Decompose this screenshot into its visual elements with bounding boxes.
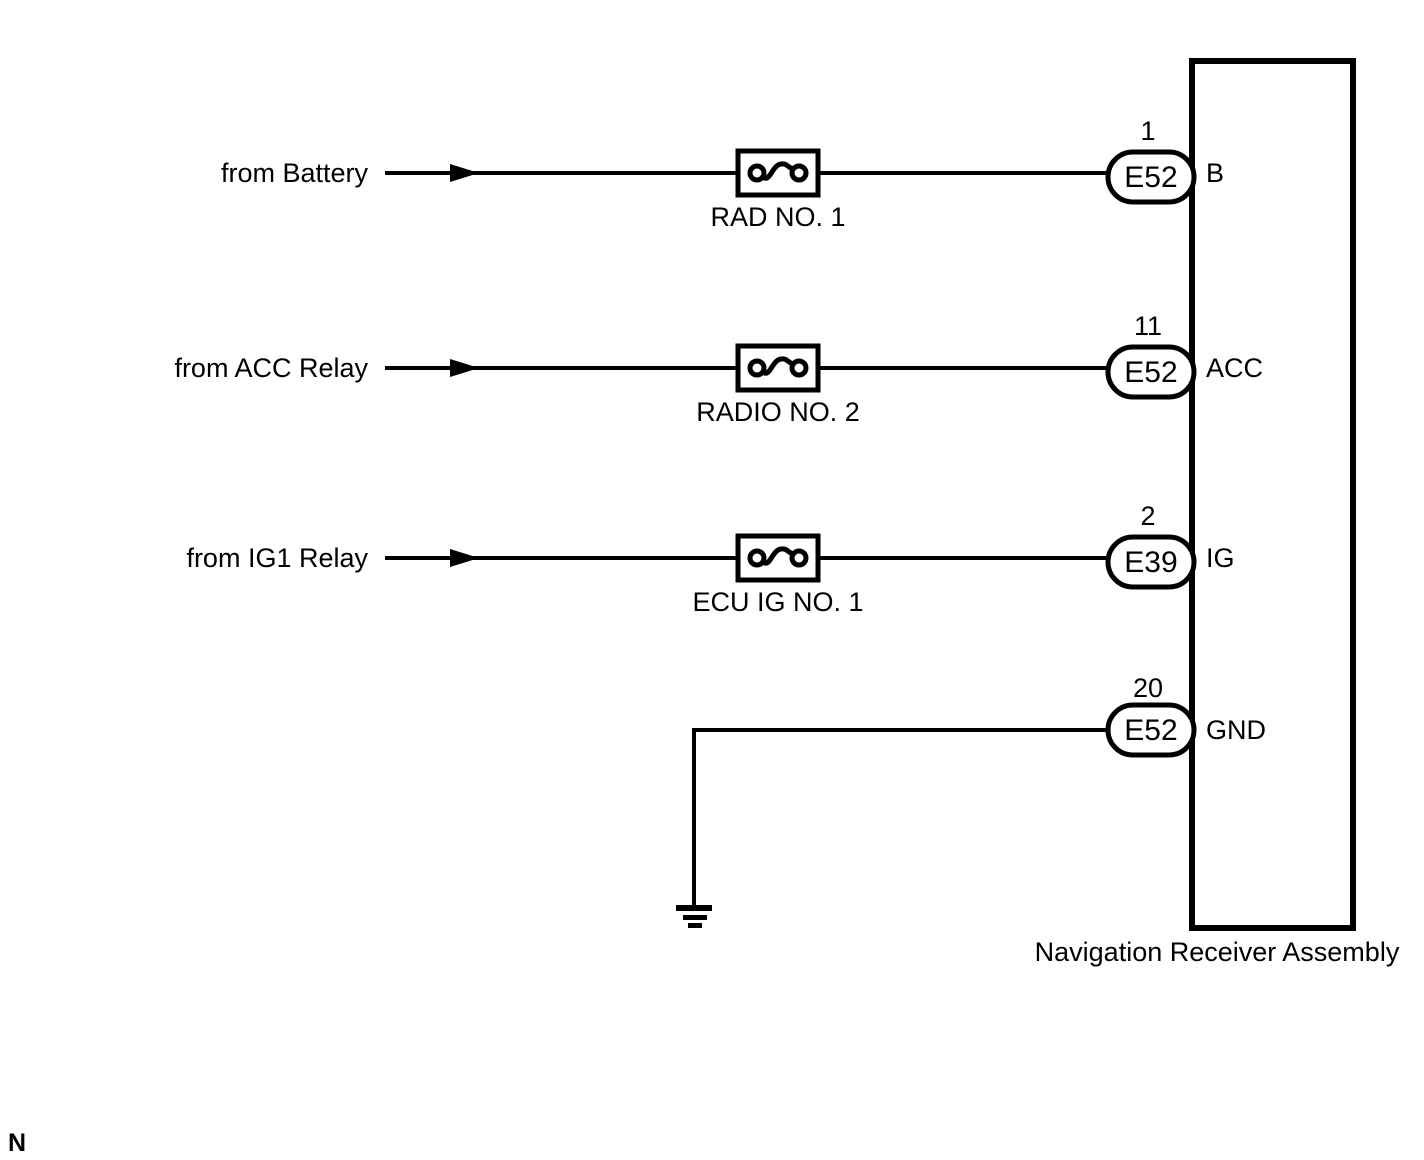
component-title: Navigation Receiver Assembly xyxy=(1035,937,1400,967)
circuit-row-acc: from ACC Relay RADIO NO. 2 11 E52 ACC xyxy=(174,311,1263,427)
fuse-label: RADIO NO. 2 xyxy=(696,397,860,427)
connector-pill xyxy=(1105,702,1197,758)
fuse-terminal-icon xyxy=(747,358,767,378)
arrowhead-icon xyxy=(450,164,479,182)
source-label: from Battery xyxy=(221,158,369,188)
page-marker: N xyxy=(8,1129,26,1157)
fuse-terminal-icon xyxy=(747,163,767,183)
connector-pill xyxy=(1105,344,1197,400)
fuse-wave-icon xyxy=(760,161,796,181)
source-label: from IG1 Relay xyxy=(186,543,368,573)
pin-number: 1 xyxy=(1140,116,1155,146)
fuse-terminal-icon xyxy=(789,548,809,568)
connector-code: E52 xyxy=(1124,161,1177,194)
pin-number: 11 xyxy=(1134,311,1162,341)
connector-pill xyxy=(1105,534,1197,590)
terminal-label: ACC xyxy=(1206,353,1263,383)
component-box xyxy=(1189,58,1356,931)
fuse-wave-icon xyxy=(760,356,796,376)
arrowhead-icon xyxy=(450,359,479,377)
fuse-label: RAD NO. 1 xyxy=(710,202,845,232)
terminal-label: IG xyxy=(1206,543,1235,573)
fuse-terminal-icon xyxy=(789,358,809,378)
circuit-row-gnd: 20 E52 GND xyxy=(676,673,1266,928)
connector-code: E52 xyxy=(1124,356,1177,389)
circuit-row-ig: from IG1 Relay ECU IG NO. 1 2 E39 IG xyxy=(186,501,1234,617)
terminal-label: B xyxy=(1206,158,1224,188)
pin-number: 20 xyxy=(1133,673,1163,703)
connector-pill xyxy=(1105,149,1197,205)
fuse-terminal-icon xyxy=(747,548,767,568)
circuit-row-battery: from Battery RAD NO. 1 1 E52 B xyxy=(221,116,1224,232)
source-label: from ACC Relay xyxy=(174,353,368,383)
ground-icon xyxy=(676,905,712,911)
ground-icon xyxy=(688,923,702,928)
ground-icon xyxy=(683,915,707,920)
connector-code: E39 xyxy=(1124,546,1177,579)
fuse-label: ECU IG NO. 1 xyxy=(692,587,863,617)
fuse-box xyxy=(735,148,821,198)
connector-code: E52 xyxy=(1124,714,1177,747)
pin-number: 2 xyxy=(1140,501,1155,531)
fuse-wave-icon xyxy=(760,546,796,566)
arrowhead-icon xyxy=(450,549,479,567)
fuse-terminal-icon xyxy=(789,163,809,183)
terminal-label: GND xyxy=(1206,715,1266,745)
